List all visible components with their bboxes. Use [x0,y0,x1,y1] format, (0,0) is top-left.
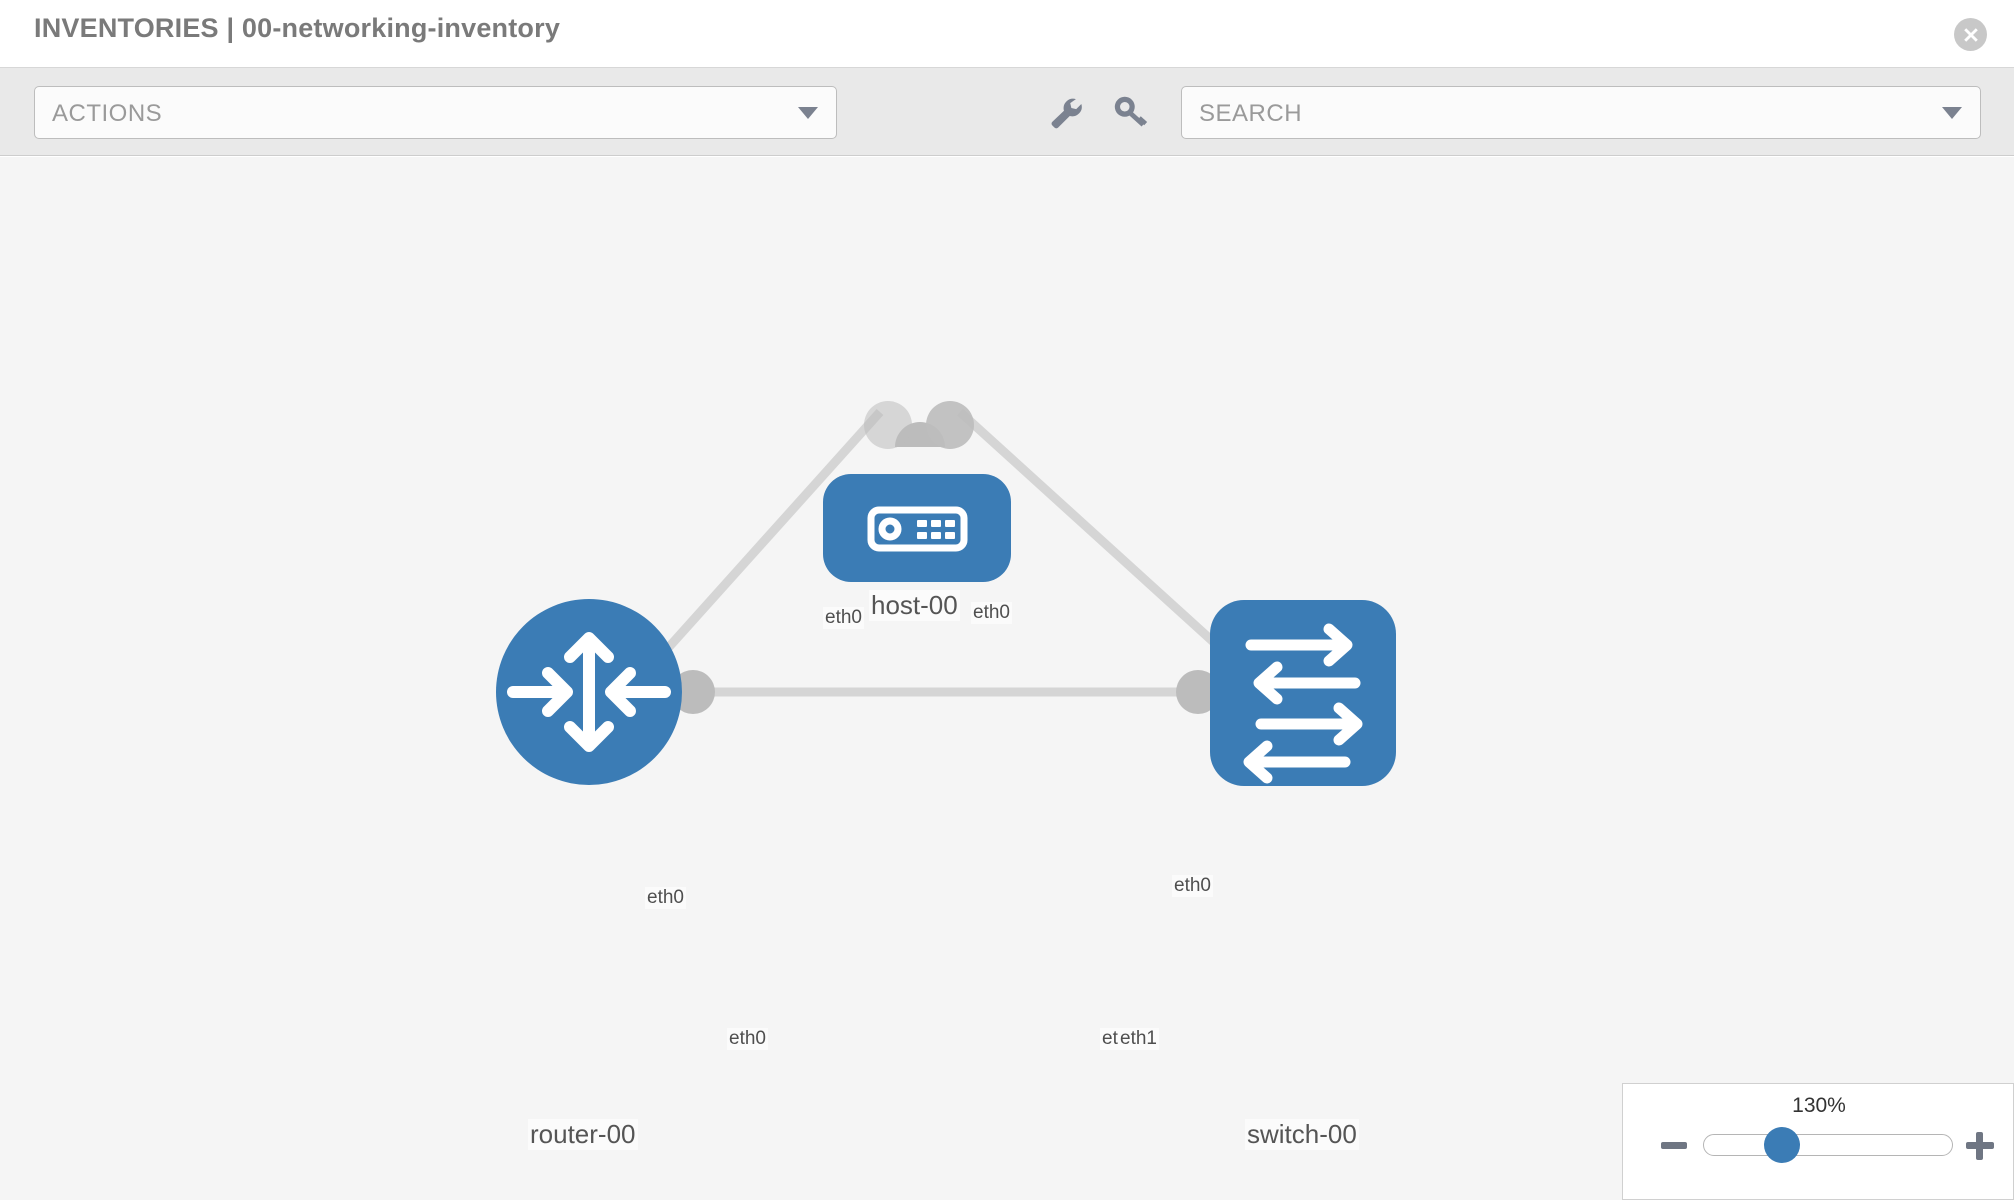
connector-router00-east [671,670,715,714]
close-icon [1963,27,1978,42]
zoom-in-button[interactable] [1966,1132,1994,1160]
node-switch-00[interactable] [1210,600,1396,786]
toolbar: ACTIONS SEARCH [0,68,2014,156]
iface-label-switch00-west-eth1: eth1 [1118,1028,1159,1050]
connector-host00-left [864,401,912,449]
zoom-slider-track[interactable] [1703,1134,1953,1156]
page-title: INVENTORIES | 00-networking-inventory [34,13,561,43]
chevron-down-icon [798,106,818,119]
close-button[interactable] [1954,18,1987,51]
topology-graph [496,401,1396,786]
topology-links [656,408,1234,697]
iface-label-host00-left: eth0 [823,607,864,629]
router-arrows-icon [507,632,671,752]
iface-label-router00-east: eth0 [727,1028,768,1050]
zoom-control-panel: 130% [1622,1083,2014,1200]
node-label-router-00: router-00 [528,1119,638,1150]
chevron-down-icon [1942,106,1962,119]
zoom-slider-thumb[interactable] [1764,1127,1800,1163]
link-host00-router00[interactable] [656,408,884,661]
key-button[interactable] [1108,90,1152,134]
search-placeholder: SEARCH [1199,100,1303,127]
page-header: INVENTORIES | 00-networking-inventory [0,0,2014,68]
link-host00-switch00[interactable] [956,408,1234,661]
node-label-switch-00: switch-00 [1245,1119,1359,1150]
iface-label-switch00-north: eth0 [1172,875,1213,897]
actions-dropdown[interactable]: ACTIONS [34,86,837,139]
connector-switch00-west [1176,670,1220,714]
wrench-icon [1051,98,1082,129]
actions-dropdown-label: ACTIONS [52,100,163,127]
node-host-00[interactable] [823,474,1011,582]
zoom-level-label: 130% [1792,1094,1846,1117]
iface-label-host00-right: eth0 [971,602,1012,624]
connector-host00-right [926,401,974,449]
search-input[interactable]: SEARCH [1181,86,1981,139]
wrench-button[interactable] [1043,90,1087,134]
topology-canvas[interactable]: host-00 router-00 switch-00 eth0 eth0 et… [0,157,2014,1200]
key-icon [1114,96,1148,127]
iface-label-router00-north: eth0 [645,887,686,909]
node-router-00[interactable] [496,599,682,785]
zoom-out-button[interactable] [1661,1142,1687,1149]
server-icon [867,506,968,552]
node-label-host-00: host-00 [869,590,960,621]
switch-arrows-icon [1243,623,1363,784]
